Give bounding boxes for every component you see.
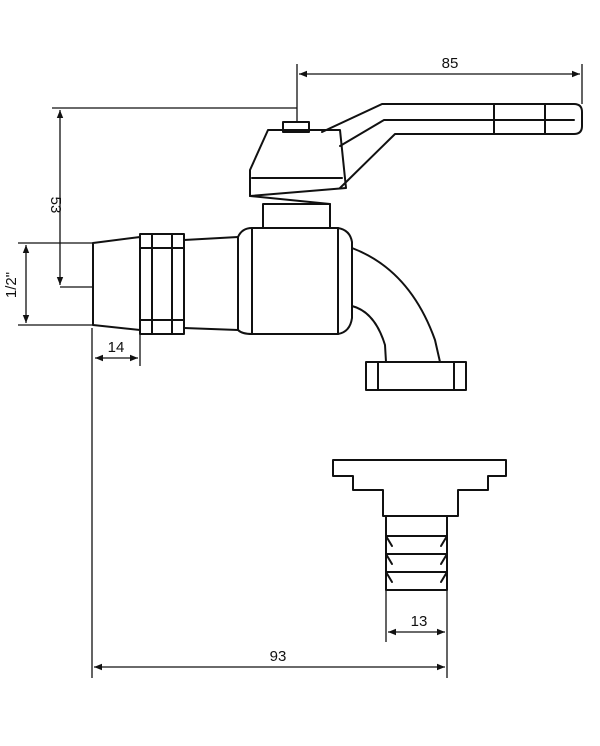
label-thread-length: 14: [108, 339, 125, 356]
dimension-thread-size: [18, 242, 93, 326]
label-handle-length: 85: [442, 55, 459, 72]
lever-handle: [249, 103, 583, 205]
hose-tail-connector: [332, 459, 507, 591]
dimension-total-length: [91, 328, 448, 678]
tap-body: [92, 203, 353, 335]
dimension-height: [52, 107, 297, 288]
label-height: 53: [47, 197, 64, 214]
dimension-handle-length: [296, 64, 583, 122]
label-hose-tail-diameter: 13: [411, 613, 428, 630]
label-thread-size: 1/2": [3, 272, 20, 298]
label-total-length: 93: [270, 648, 287, 665]
dimension-thread-length: [95, 334, 141, 366]
spout: [351, 247, 467, 391]
dimension-hose-tail-diameter: [385, 590, 448, 642]
